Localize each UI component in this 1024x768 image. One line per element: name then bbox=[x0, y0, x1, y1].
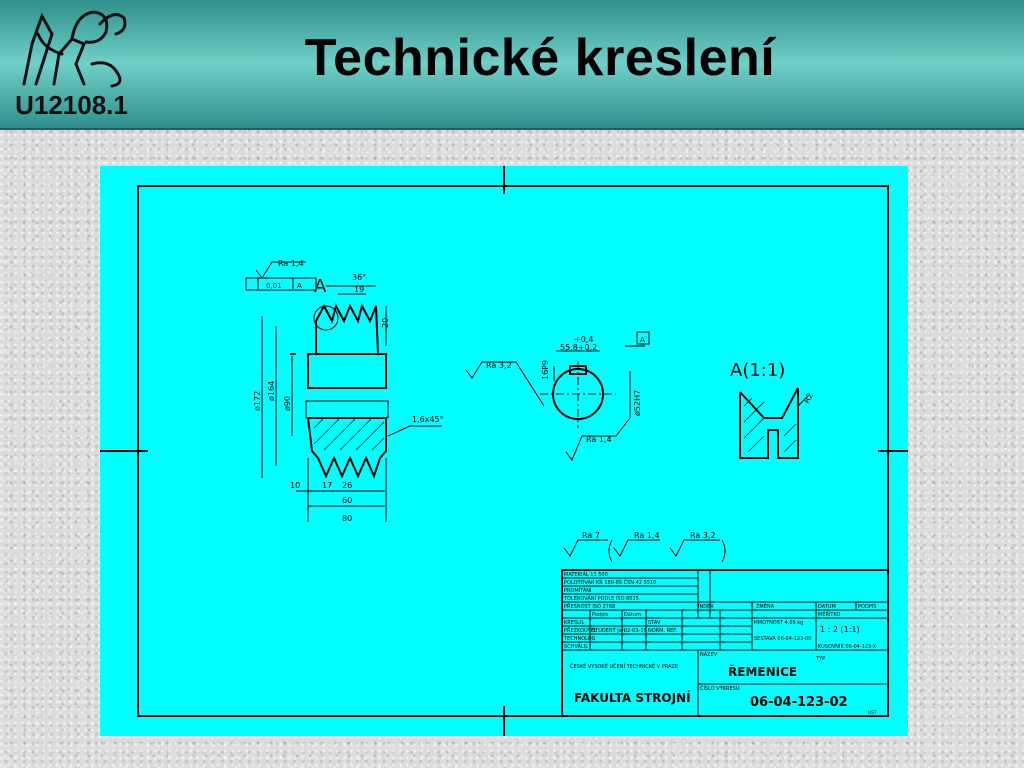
dim-keyway-width: 16P9 bbox=[541, 360, 550, 380]
roughness-bore: Ra 1,4 bbox=[586, 435, 612, 444]
dim-w60: 60 bbox=[342, 496, 352, 505]
technical-drawing: Ra 1,4 0,01 A A 36° 19 20 ø172 ø164 ø90 … bbox=[100, 166, 908, 736]
dim-groove-depth: 20 bbox=[381, 318, 390, 328]
tb-faculty: FAKULTA STROJNÍ bbox=[574, 690, 691, 705]
tb-scale-label: MĚŘÍTKO bbox=[818, 610, 840, 618]
dim-groove-width: 19 bbox=[354, 285, 364, 294]
legend-ra14: Ra 1,4 bbox=[634, 531, 660, 540]
dim-d90: ø90 bbox=[283, 396, 292, 411]
legend-ra32: Ra 3,2 bbox=[690, 531, 716, 540]
dim-w17: 17 bbox=[322, 481, 332, 490]
tolerance-datum: A bbox=[297, 282, 302, 290]
tb-school: ČESKÉ VYSOKÉ UČENÍ TECHNICKÉ V PRAZE bbox=[570, 662, 678, 670]
tb-type-label: TYP bbox=[815, 656, 825, 662]
bore-keyway-view: +0,4 55,8+0,2 16P9 ø52H7 A Ra 3,2 Ra 1,4 bbox=[465, 331, 650, 461]
tb-sign-col: PODPIS bbox=[858, 604, 876, 610]
dim-w26: 26 bbox=[342, 481, 352, 490]
tb-author-date: 02-03-15 bbox=[624, 628, 647, 634]
tb-norm: NORM. REF. bbox=[648, 628, 677, 634]
legend-ra7: Ra 7 bbox=[582, 531, 600, 540]
tb-semi-product: POLOTOVAR KR 180-85 ČSN 42 5510 bbox=[564, 579, 656, 586]
tb-checked: PŘEZKOUŠEL bbox=[564, 626, 597, 634]
roughness-ra32: Ra 3,2 bbox=[486, 361, 512, 370]
tb-date-col: DATUM bbox=[818, 604, 836, 610]
slide-header: U12108.1 Technické kreslení bbox=[0, 0, 1024, 130]
dim-keyway: 55,8+0,2 bbox=[560, 343, 597, 352]
tb-parts-list: KUSOVNÍK 06-04-123-X bbox=[818, 643, 877, 650]
tb-drawing-number: 06-04-123-02 bbox=[750, 695, 848, 710]
roughness-label: Ra 1,4 bbox=[278, 259, 304, 268]
datum-flag: A bbox=[640, 336, 645, 344]
pulley-section-view: Ra 1,4 0,01 A A 36° 19 20 ø172 ø164 ø90 … bbox=[245, 259, 444, 523]
dim-w80: 80 bbox=[342, 514, 352, 523]
dim-r2: R2 bbox=[802, 391, 815, 405]
dim-d172: ø172 bbox=[253, 391, 262, 411]
dim-chamfer: 1,6x45° bbox=[412, 415, 444, 424]
dim-angle: 36° bbox=[352, 273, 366, 282]
tb-material: MATERIÁL 11 500 bbox=[564, 571, 608, 578]
tb-approved: SCHVÁLIL bbox=[564, 643, 588, 650]
roughness-legend: Ra 7 Ra 1,4 Ra 3,2 bbox=[563, 531, 726, 563]
section-label: A bbox=[314, 276, 327, 297]
tb-mass: HMOTNOST 4,05 kg bbox=[754, 620, 803, 626]
tolerance-value: 0,01 bbox=[266, 282, 282, 290]
tb-assembly: SESTAVA 06-04-123-00 bbox=[754, 636, 811, 642]
dim-keyway-tol: +0,4 bbox=[574, 335, 593, 344]
detail-label: A(1:1) bbox=[730, 360, 785, 381]
tb-number-label: ČÍSLO VÝKRESU bbox=[700, 685, 740, 692]
slide-title: Technické kreslení bbox=[304, 29, 776, 87]
detail-a-view: A(1:1) R2 bbox=[730, 360, 815, 459]
dim-bore: ø52H7 bbox=[633, 390, 642, 416]
tb-name-label: NÁZEV bbox=[700, 651, 718, 658]
tb-state: STAV bbox=[648, 620, 661, 626]
tb-projection: PROMÍTÁNÍ bbox=[564, 587, 592, 594]
dim-w10: 10 bbox=[290, 481, 300, 490]
tb-tolerancing: TOLEROVÁNÍ PODLE ISO 8015 bbox=[563, 595, 639, 602]
tb-scale: 1 : 2 (1:1) bbox=[820, 625, 860, 634]
tb-technologist: TECHNOLOG bbox=[563, 636, 596, 642]
tb-podpis-head: Podpis bbox=[592, 612, 609, 618]
tb-author: STUDENT Jan bbox=[592, 628, 625, 634]
course-code: U12108.1 bbox=[15, 90, 128, 120]
tb-index: INDEX bbox=[698, 604, 714, 610]
tb-drawn: KRESLIL bbox=[564, 620, 584, 626]
tb-datum-head: Datum bbox=[624, 612, 641, 618]
lion-emblem-icon bbox=[22, 10, 127, 88]
drawing-canvas: Ra 1,4 0,01 A A 36° 19 20 ø172 ø164 ø90 … bbox=[100, 166, 908, 736]
tb-part-name: ŘEMENICE bbox=[728, 664, 797, 679]
tb-accuracy: PŘESNOST ISO 2768 bbox=[564, 602, 615, 610]
title-block: MATERIÁL 11 500 POLOTOVAR KR 180-85 ČSN … bbox=[561, 569, 889, 717]
tb-sheet-label: LIST bbox=[868, 710, 877, 715]
tb-change: ZMĚNA bbox=[756, 602, 775, 610]
dim-d164: ø164 bbox=[267, 381, 276, 401]
